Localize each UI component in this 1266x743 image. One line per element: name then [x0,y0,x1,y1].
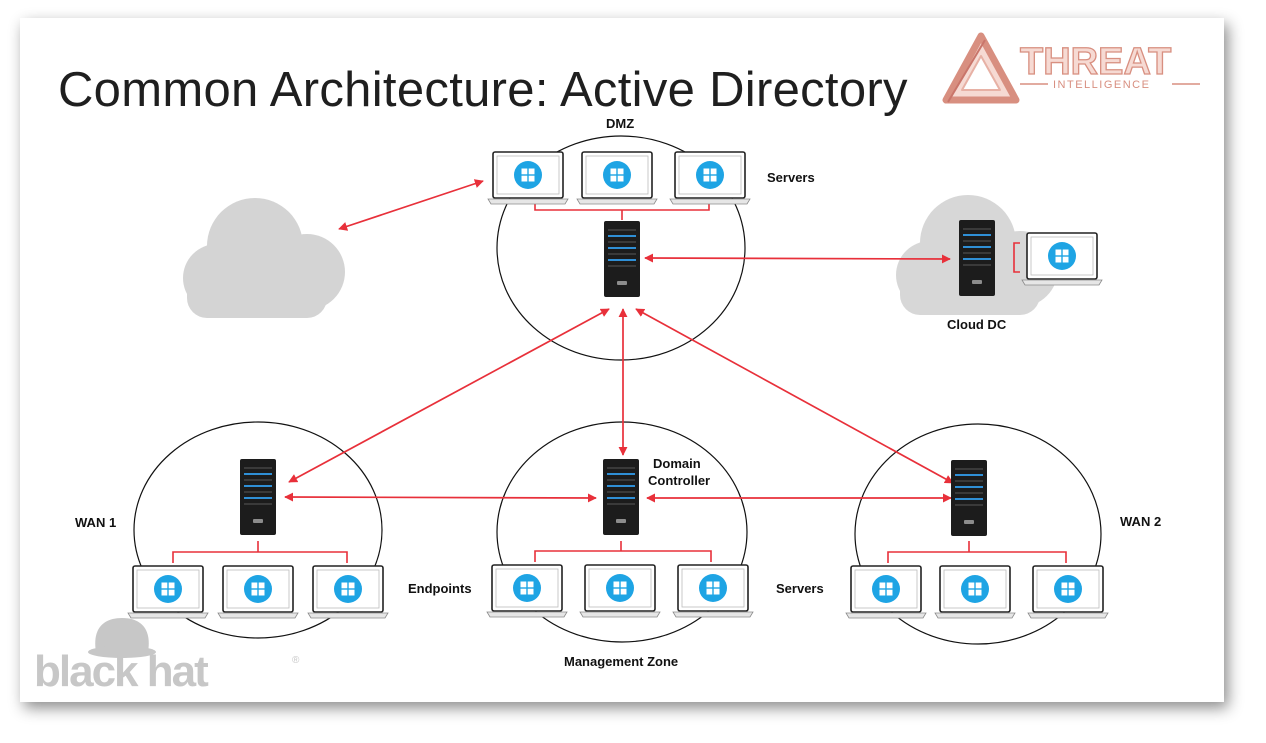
wan1-zone [133,421,383,639]
wan2-laptop-icon [1028,566,1108,618]
domain-controller-server-icon [603,459,639,535]
intelligence-logo-text: INTELLIGENCE [1053,79,1150,91]
dmz-laptop-icon [488,152,568,204]
dmz-server-icon [604,221,640,297]
servers-top-label: Servers [767,170,815,185]
dmz-server-bus [534,199,710,220]
mgmt-laptop-icon [673,565,753,617]
endpoints-label: Endpoints [408,581,472,596]
cloud-dc-server-icon [959,220,995,296]
threat-triangle-icon [942,32,1020,104]
slide-title: Common Architecture: Active Directory [58,63,908,117]
servers-bottom-label: Servers [776,581,824,596]
wan2-laptop-icon [935,566,1015,618]
domain-controller-label-line2: Controller [648,473,710,488]
wan2-server-icon [951,460,987,536]
internet-cloud-icon [183,198,345,318]
link-dmz-clouddc [644,253,951,264]
blackhat-logo-text: black hat [34,647,209,696]
wan1-server-icon [240,459,276,535]
dmz-laptop-icon [577,152,657,204]
network-diagram: DMZ Servers Cloud DC Domain Controller W… [34,32,1200,696]
cloud-dc-label: Cloud DC [947,317,1007,332]
blackhat-logo: black hat ® [34,618,300,696]
blackhat-registered-mark: ® [292,655,300,666]
wan1-laptop-icon [128,566,208,618]
wan2-endpoint-bus [887,541,1067,563]
link-dmz-wan2 [635,308,954,484]
cloud-dc-bracket [1013,242,1020,273]
dmz-laptop-icon [670,152,750,204]
link-dmz-wan1 [288,308,610,483]
wan1-endpoint-bus [172,541,348,563]
slide: Common Architecture: Active Directory [20,18,1224,702]
threat-logo-text: THREAT [1020,41,1171,83]
management-zone-label: Management Zone [564,654,678,669]
link-wan1-mgmt [284,492,597,503]
mgmt-laptop-icon [487,565,567,617]
wan2-zone [854,423,1102,645]
mgmt-server-bus [534,541,712,562]
cloud-dc-laptop-icon [1022,233,1102,285]
wan2-laptop-icon [846,566,926,618]
domain-controller-label-line1: Domain [653,456,701,471]
dmz-label: DMZ [606,116,634,131]
wan1-laptop-icon [308,566,388,618]
threat-intelligence-logo: THREAT INTELLIGENCE [942,32,1200,104]
link-cloud-dmz [338,179,484,231]
mgmt-laptop-icon [580,565,660,617]
blackhat-hat-icon [88,618,156,658]
wan1-laptop-icon [218,566,298,618]
wan1-label: WAN 1 [75,515,116,530]
wan2-label: WAN 2 [1120,514,1161,529]
